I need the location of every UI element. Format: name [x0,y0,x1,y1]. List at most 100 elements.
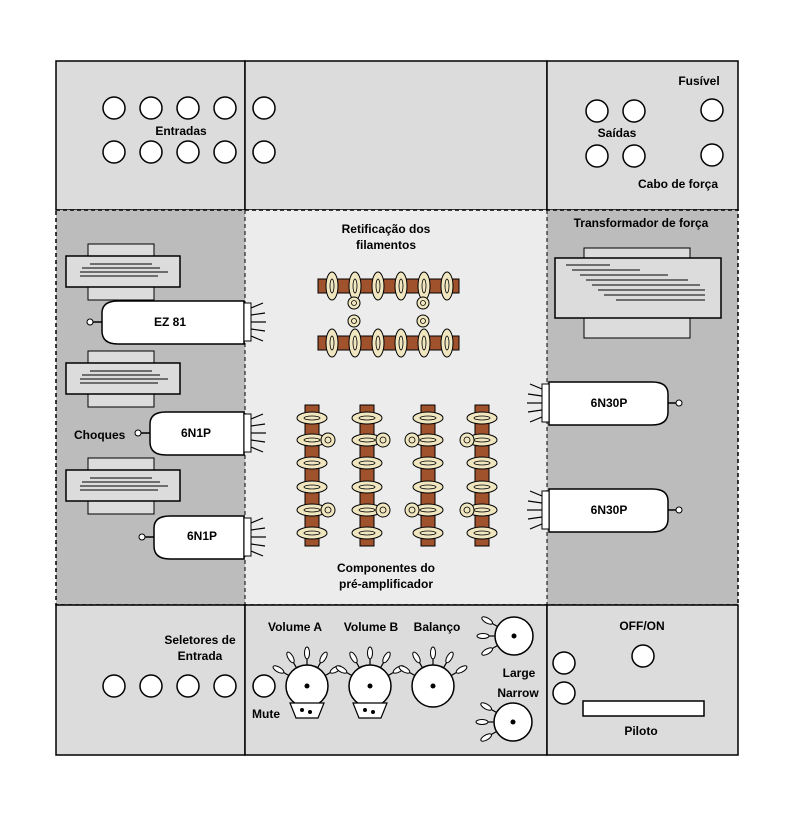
volume-b-label: Volume B [343,620,399,634]
top-left-panel [55,60,246,211]
diode-mark [420,318,426,324]
large-label: Large [502,666,536,680]
tube-6n1p-2 [138,515,266,560]
switch-dot [371,710,375,714]
capacitor [325,271,339,301]
resistor-mark [419,415,437,421]
terminal-strip [304,404,320,547]
balance-label: Balanço [413,620,461,634]
pot-lug [481,647,493,656]
pot-lug [382,651,391,664]
resistor-mark [358,415,376,421]
resistor-mark [419,507,437,513]
knob-center [367,683,373,689]
small-capacitor [459,502,475,518]
transformer-label: Transformador de força [573,216,709,230]
capacitor [440,328,454,358]
tube-6n30p-1-label: 6N30P [590,396,628,410]
side-jack-2 [552,681,576,705]
small-capacitor-mark [324,436,332,444]
resistor-mark [303,507,321,513]
bottom-right-panel [546,604,739,756]
pot-lug [480,702,492,711]
input-selector-jacks [102,674,237,698]
output-jack [622,99,646,123]
terminal-strip [317,335,460,351]
fuse-holder [700,98,724,122]
preamp-label-line2: pré-amplificador [338,577,434,591]
diode [416,314,430,328]
switch-tab [352,702,388,719]
pot-lug [476,633,490,639]
input-jack [102,140,126,164]
resistor [351,411,383,425]
small-capacitor [320,432,336,448]
resistor [296,456,328,470]
chassis-center-panel [245,210,547,605]
outputs-label: Saídas [597,126,637,140]
pot-lug [367,646,373,660]
input-jack [139,96,163,120]
input-jack [252,96,276,120]
pot-lug [272,665,285,674]
tube-6n1p-2-label: 6N1P [186,529,218,543]
capacitor-mark [352,335,358,351]
small-capacitor [375,502,391,518]
input-jack [252,140,276,164]
resistor-mark [358,530,376,536]
resistor [351,526,383,540]
narrow-label: Narrow [497,686,539,700]
fuse-label: Fusível [678,74,720,88]
capacitor-mark [398,278,404,294]
resistor-mark [303,415,321,421]
resistor-mark [419,484,437,490]
knob-center [430,683,436,689]
diode [416,296,430,310]
resistor [466,456,498,470]
pot-lug [412,651,421,664]
resistor-mark [358,437,376,443]
mute-jack [252,674,276,698]
capacitor-mark [329,335,335,351]
capacitor [394,328,408,358]
capacitor [371,271,385,301]
resistor-mark [473,460,491,466]
selectors-label-line2: Entrada [177,649,223,663]
resistor-mark [303,437,321,443]
output-jack [585,144,609,168]
pot-lug [398,665,411,674]
rectifier-board [317,271,460,358]
diode-mark [351,318,357,324]
pilot-lamp [582,700,705,717]
output-jack [585,99,609,123]
top-center-panel [244,60,548,211]
resistor-mark [419,437,437,443]
small-capacitor [459,432,475,448]
resistor [466,526,498,540]
capacitor [417,271,431,301]
mute-label: Mute [252,707,280,721]
resistor-mark [419,530,437,536]
pot-lug [475,719,489,725]
tube-6n30p-2-label: 6N30P [590,503,628,517]
power-switch-label: OFF/ON [619,619,665,633]
tube-6n1p-1-label: 6N1P [180,426,212,440]
input-jack [213,96,237,120]
small-capacitor-mark [463,506,471,514]
small-capacitor-mark [379,436,387,444]
choke-2 [65,350,181,408]
volume-a-knob [272,646,342,719]
choke-3 [65,457,181,515]
capacitor-mark [444,278,450,294]
tube-6n30p-2 [527,488,683,533]
input-jack [176,96,200,120]
capacitor-mark [352,278,358,294]
resistor [412,456,444,470]
side-jack-1 [552,651,576,675]
resistor-mark [358,507,376,513]
terminal-strip [359,404,375,547]
small-capacitor-mark [379,506,387,514]
switch-dot [363,708,367,712]
capacitor [348,328,362,358]
capacitor-mark [329,278,335,294]
